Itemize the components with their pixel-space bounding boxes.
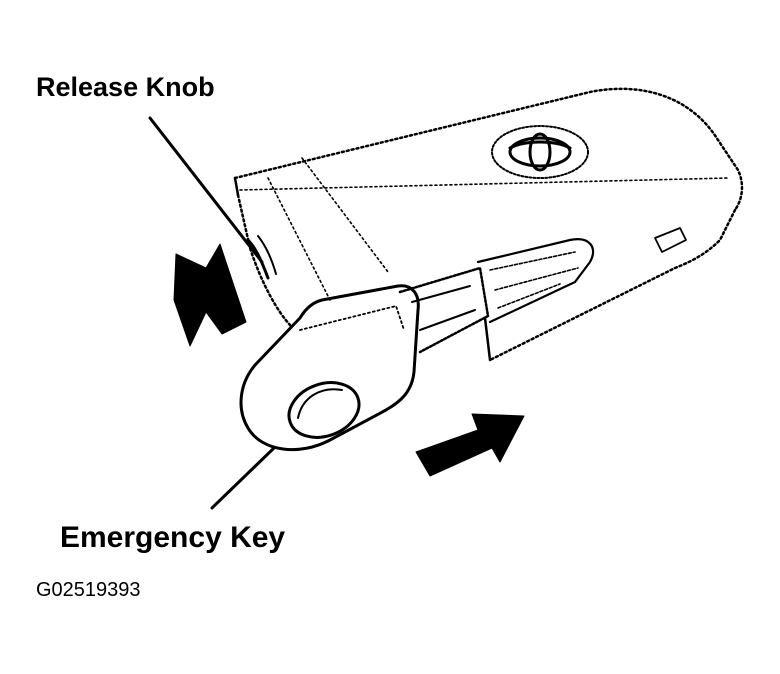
emergency-key-head: [239, 284, 420, 452]
fob-top-outline: [233, 87, 744, 212]
emergency-key-hole-shadow: [297, 388, 343, 419]
release-knob-groove-2: [301, 157, 389, 273]
key-fob-body: [233, 87, 744, 362]
fob-top-edge: [233, 176, 240, 197]
emergency-key-head-rim: [299, 305, 405, 331]
release-knob-label: Release Knob: [36, 72, 215, 102]
fob-side-rail: [239, 177, 729, 191]
emergency-key: [239, 266, 490, 452]
arrow-up-icon: [173, 243, 247, 347]
fob-bottom-edge: [483, 316, 492, 362]
emergency-key-leader: [210, 446, 276, 510]
key-slot-inner: [489, 251, 579, 309]
emergency-key-blade: [398, 266, 490, 354]
figure-code: G02519393: [36, 579, 141, 601]
arrow-right-icon: [415, 413, 525, 477]
key-slot-outline: [476, 238, 595, 324]
fob-left-face: [236, 193, 292, 327]
fob-right-edge: [488, 208, 737, 362]
release-knob-leader: [148, 116, 264, 264]
emergency-key-blade-shank: [411, 285, 476, 331]
fob-side-detail: [654, 227, 687, 253]
emergency-key-label: Emergency Key: [60, 521, 286, 554]
toyota-emblem-icon: [491, 125, 589, 179]
emergency-key-hole: [287, 381, 361, 439]
release-knob-groove-1: [267, 177, 331, 301]
release-knob-ridge-2: [257, 235, 277, 275]
